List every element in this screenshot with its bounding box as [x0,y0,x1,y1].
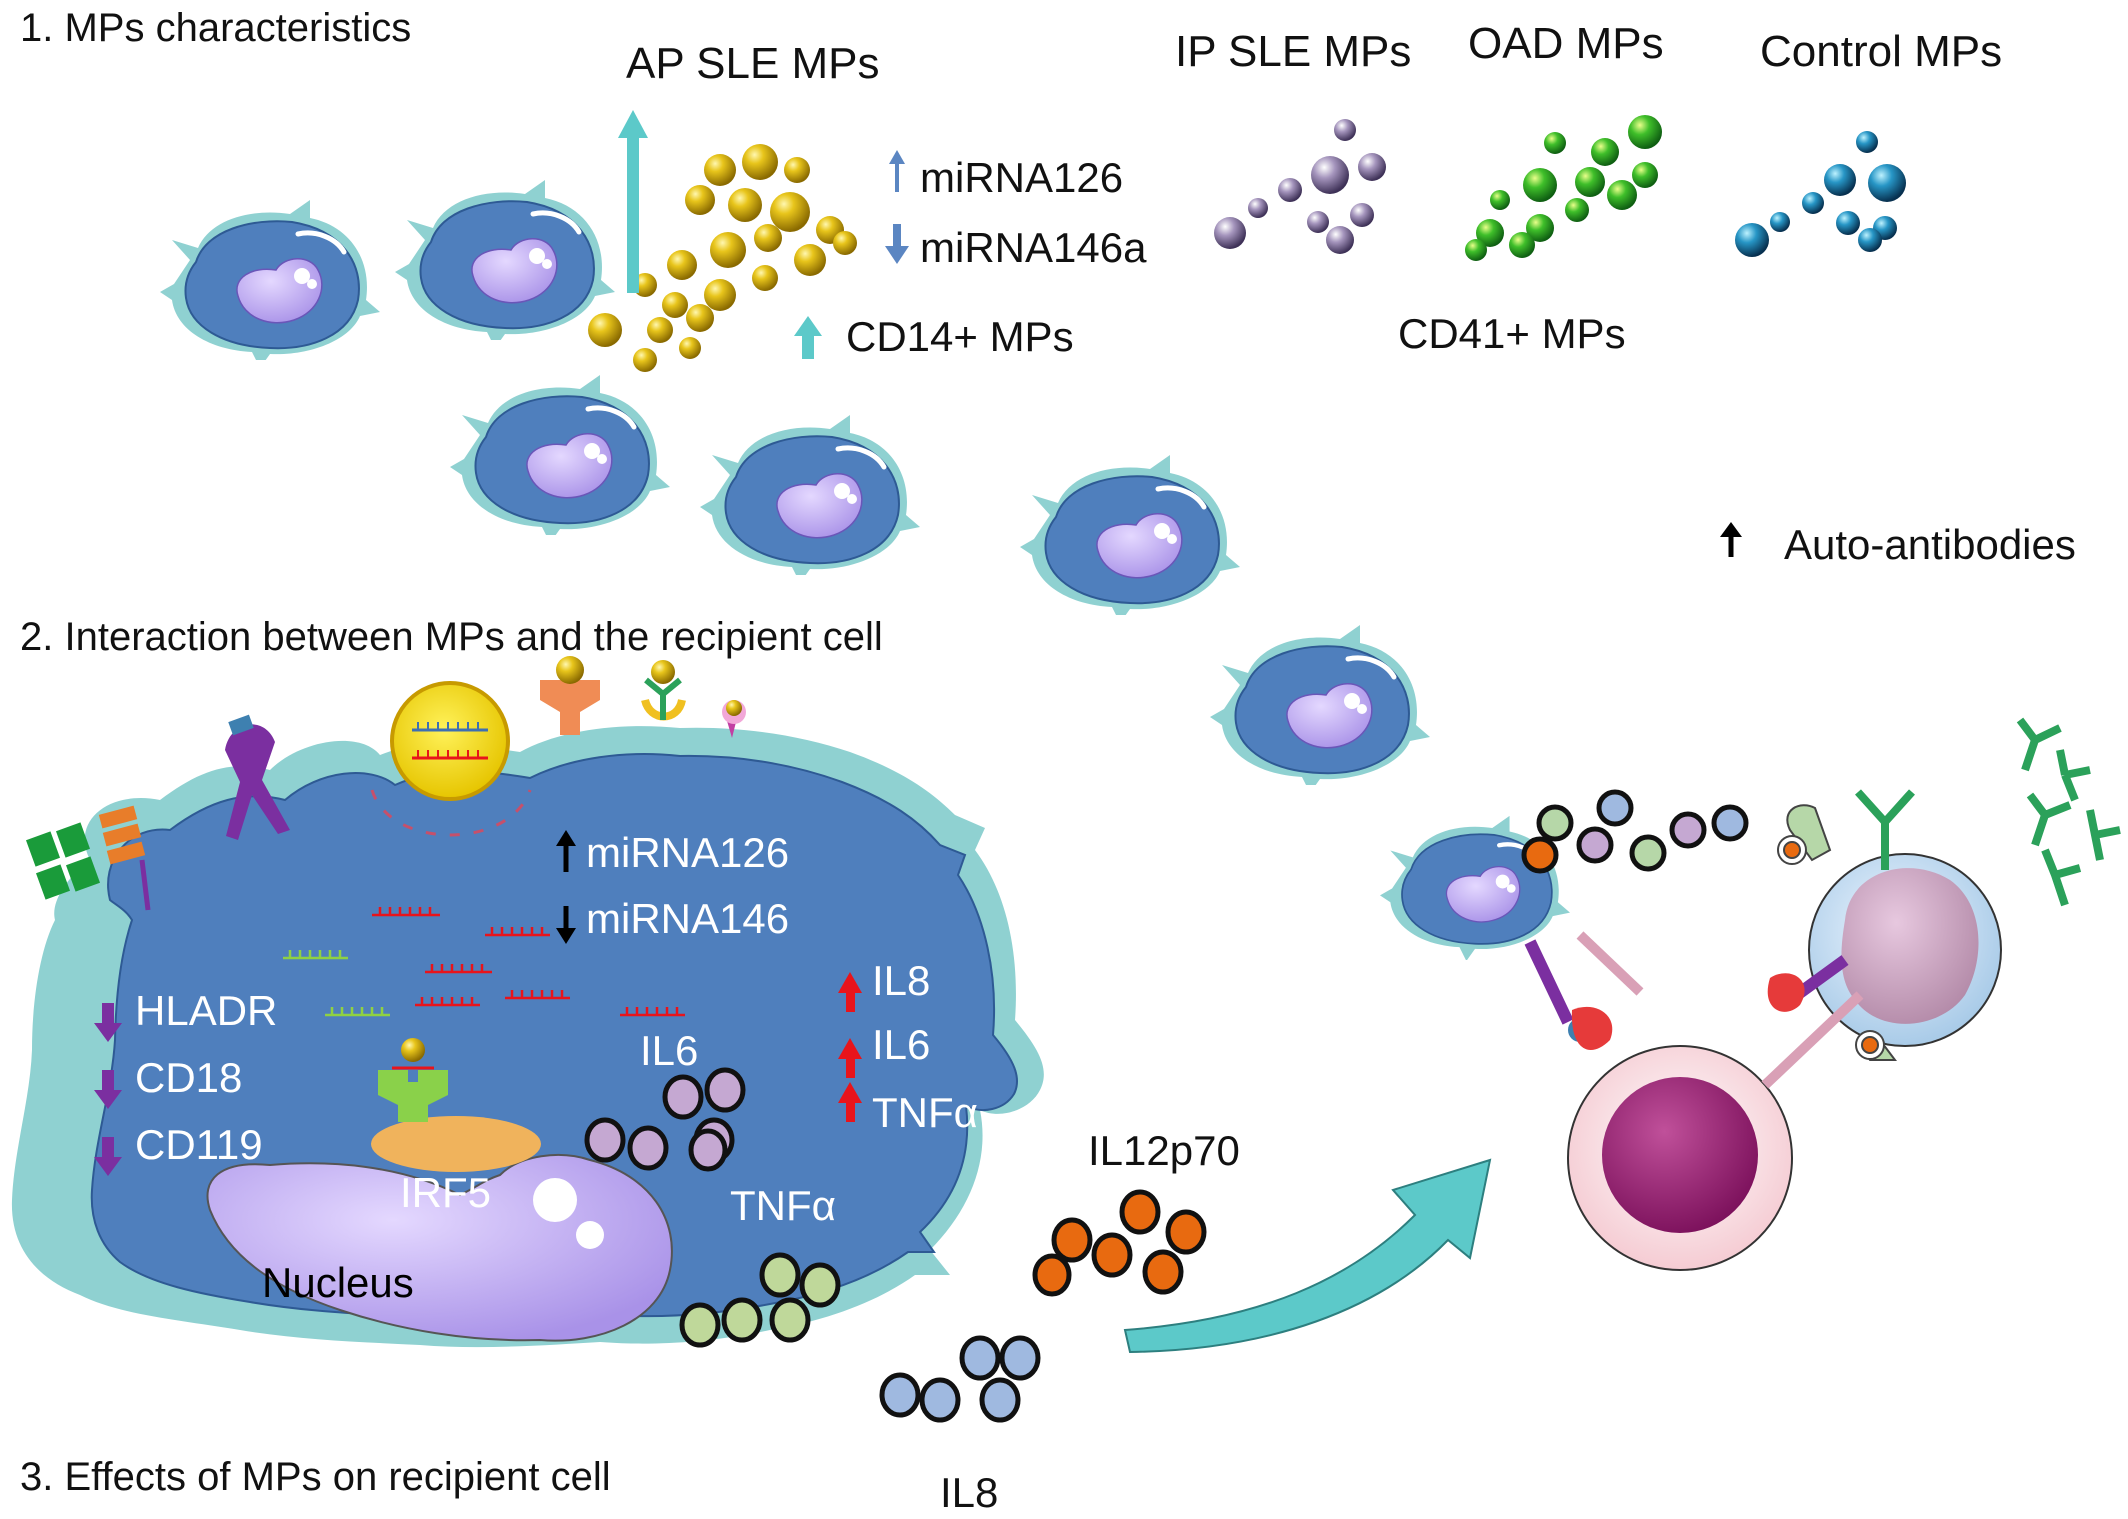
mp-vesicle-with-mirna [370,681,532,837]
mirna126-up-arrow-icon [556,830,576,872]
increase-arrow-ap-sle [618,110,648,293]
tnfa-particles [679,1252,841,1348]
oad-mps-cluster [1465,115,1662,261]
auto-antibodies-up-arrow-icon [1720,522,1742,557]
mirna146-down-arrow-icon [556,906,576,944]
monocyte-cell [1020,455,1240,623]
il8-particles [879,1335,1041,1423]
effect-curved-arrow-icon [1123,1158,1492,1354]
il8-up-arrow-icon [838,972,862,1012]
control-mps-cluster [1735,131,1906,257]
cd18-down-arrow-icon [94,1070,122,1109]
irf5-complex [371,1038,541,1172]
mirna-fragments [283,907,685,1017]
down-arrows-purple [94,1003,122,1176]
up-arrows-red [838,972,862,1122]
recipient-cell [11,726,1044,1348]
il12p70-particles [1032,1189,1207,1297]
monocyte-cell [395,180,615,348]
effects-cells [1380,717,2121,1271]
monocyte-cells-row [160,180,1430,793]
synapse-bridges [1524,931,1864,1089]
mirna126-up-arrow-icon [889,150,905,192]
monocyte-cell [1210,625,1430,793]
il6-up-arrow-icon [838,1038,862,1078]
monocyte-cell [700,415,920,583]
monocyte-cell [160,200,380,368]
tnfa-up-arrow-icon [838,1082,862,1122]
mirna146a-down-arrow-icon [885,224,909,264]
ip-sle-mps-cluster [1214,119,1386,254]
t-cell [1567,1045,1793,1271]
mp-ring-particles [1521,789,1749,874]
cd14-increase-arrow-icon [794,316,822,359]
hladr-down-arrow-icon [94,1003,122,1042]
antibody-icons [1855,717,2121,907]
complement-receptors [1777,804,1897,1061]
membrane-receptors [25,656,746,911]
cd119-down-arrow-icon [94,1137,122,1176]
monocyte-cell [450,375,670,543]
il6-particles [584,1067,746,1172]
